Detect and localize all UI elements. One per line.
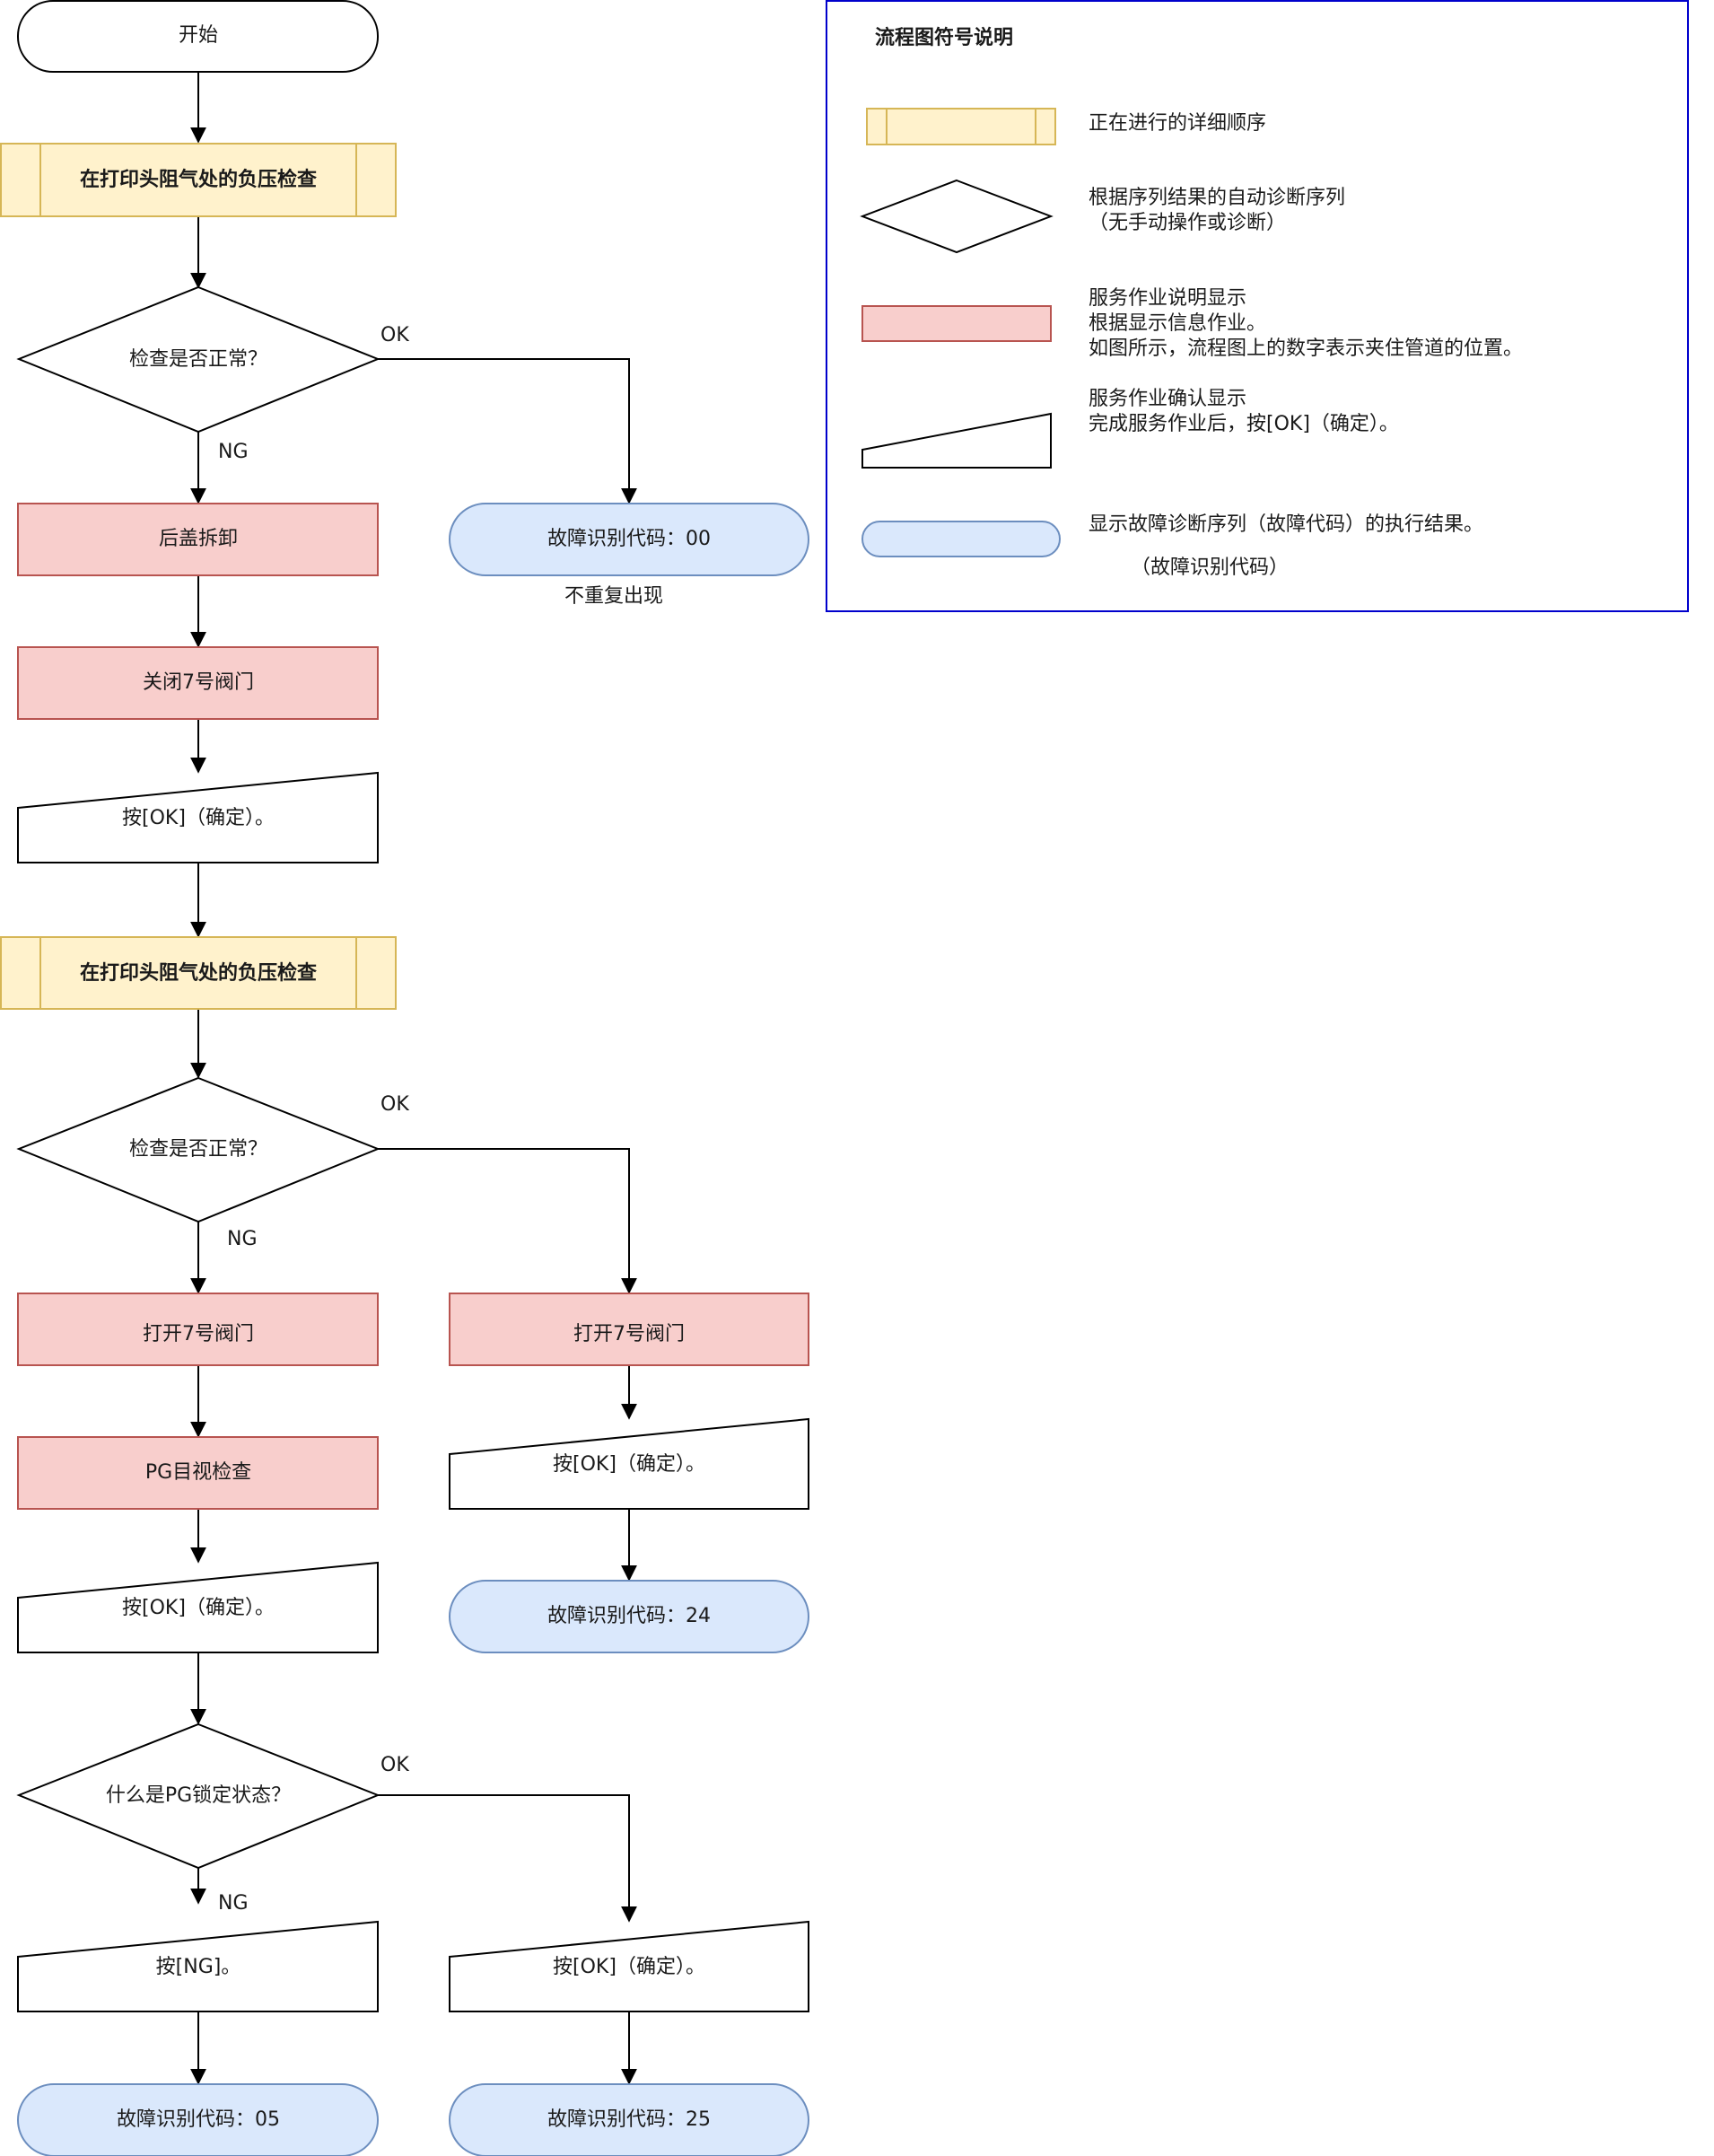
decision-3: 什么是PG锁定状态？ <box>16 1722 380 1870</box>
result-code-25: 故障识别代码：25 <box>449 2083 809 2156</box>
result-code-24: 故障识别代码：24 <box>449 1580 809 1653</box>
legend-result-swatch <box>861 521 1061 557</box>
action-open-valve7-right: 打开7号阀门 <box>449 1293 809 1366</box>
remove-cover-label: 后盖拆卸 <box>159 528 238 550</box>
detail-process-2: 在打印头阻气处的负压检查 <box>0 936 397 1010</box>
process-2-label: 在打印头阻气处的负压检查 <box>80 961 317 985</box>
ok-label-2: OK <box>380 1093 409 1116</box>
legend-item3-line3: 如图所示，流程图上的数字表示夹住管道的位置。 <box>1089 337 1523 360</box>
decision-1: 检查是否正常？ <box>16 285 380 434</box>
code-00-label: 故障识别代码：00 <box>547 528 711 550</box>
legend-title: 流程图符号说明 <box>875 26 1013 49</box>
legend-item2-line1: 根据序列结果的自动诊断序列 <box>1089 187 1345 209</box>
legend-item2-line2: （无手动操作或诊断） <box>1089 212 1286 234</box>
code-05-label: 故障识别代码：05 <box>117 2108 280 2131</box>
legend-manual-input-swatch <box>861 412 1052 469</box>
code-24-label: 故障识别代码：24 <box>547 1605 711 1627</box>
ok-label-3: OK <box>380 1754 409 1776</box>
ng-label-2: NG <box>227 1228 258 1250</box>
close-valve7-label: 关闭7号阀门 <box>143 671 254 694</box>
ng-label-3: NG <box>218 1892 249 1915</box>
action-close-valve7: 关闭7号阀门 <box>17 646 379 720</box>
legend-panel: 流程图符号说明 正在进行的详细顺序 根据序列结果的自动诊断序列 （无手动操作或诊… <box>826 0 1689 612</box>
decision-2: 检查是否正常？ <box>16 1076 380 1223</box>
legend-action-swatch <box>861 305 1052 342</box>
detail-process-1: 在打印头阻气处的负压检查 <box>0 143 397 217</box>
no-repeat-note: 不重复出现 <box>564 585 663 608</box>
press-ok-1-label: 按[OK]（确定）。 <box>122 807 275 829</box>
pg-visual-label: PG目视检查 <box>145 1461 251 1484</box>
legend-decision-swatch <box>860 179 1054 254</box>
decision-3-label: 什么是PG锁定状态？ <box>106 1784 291 1807</box>
press-ok-3-label: 按[OK]（确定）。 <box>553 1956 705 1978</box>
manual-input-press-ok-right: 按[OK]（确定）。 <box>449 1417 809 1510</box>
result-code-05: 故障识别代码：05 <box>17 2083 379 2156</box>
connectors <box>190 72 637 2085</box>
result-code-00: 故障识别代码：00 <box>449 503 809 576</box>
manual-input-press-ng: 按[NG]。 <box>17 1920 379 2012</box>
start-label: 开始 <box>179 24 218 47</box>
ng-label-1: NG <box>218 441 249 463</box>
legend-item5-line1: 显示故障诊断序列（故障代码）的执行结果。 <box>1089 513 1483 536</box>
process-1-label: 在打印头阻气处的负压检查 <box>80 168 317 191</box>
legend-item4-line2: 完成服务作业后，按[OK]（确定）。 <box>1089 413 1399 435</box>
open-valve7-right-label: 打开7号阀门 <box>573 1323 685 1345</box>
decision-1-label: 检查是否正常？ <box>129 348 267 371</box>
code-25-label: 故障识别代码：25 <box>547 2108 711 2131</box>
manual-input-press-ok-1: 按[OK]（确定）。 <box>17 771 379 863</box>
press-ok-2-label: 按[OK]（确定）。 <box>122 1597 275 1619</box>
legend-item5-line2: （故障识别代码） <box>1131 557 1289 579</box>
ok-label-1: OK <box>380 324 409 346</box>
press-ok-right-label: 按[OK]（确定）。 <box>553 1453 705 1476</box>
start-terminal: 开始 <box>17 0 379 73</box>
action-pg-visual-check: PG目视检查 <box>17 1436 379 1510</box>
legend-item3-line2: 根据显示信息作业。 <box>1089 312 1266 335</box>
action-open-valve7-left: 打开7号阀门 <box>17 1293 379 1366</box>
legend-process-swatch <box>866 108 1056 145</box>
open-valve7-left-label: 打开7号阀门 <box>143 1323 254 1345</box>
action-remove-cover: 后盖拆卸 <box>17 503 379 576</box>
decision-2-label: 检查是否正常？ <box>129 1138 267 1161</box>
legend-item3-line1: 服务作业说明显示 <box>1089 287 1246 310</box>
legend-item1-text: 正在进行的详细顺序 <box>1089 112 1266 135</box>
manual-input-press-ok-3: 按[OK]（确定）。 <box>449 1920 809 2012</box>
manual-input-press-ok-2: 按[OK]（确定）。 <box>17 1561 379 1653</box>
legend-item4-line1: 服务作业确认显示 <box>1089 388 1246 410</box>
press-ng-label: 按[NG]。 <box>156 1956 241 1978</box>
